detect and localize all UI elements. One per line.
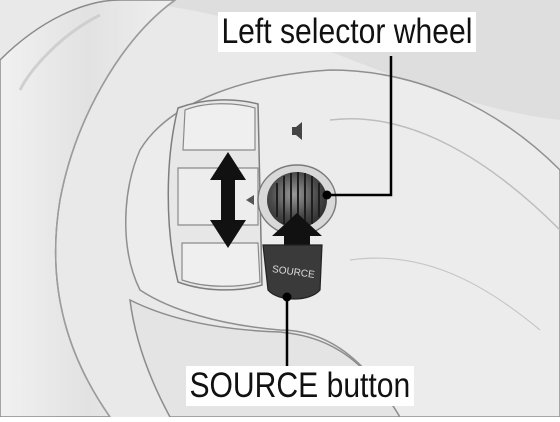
switch-upper-button[interactable] bbox=[182, 103, 256, 151]
source-button[interactable]: SOURCE bbox=[262, 244, 323, 300]
rim-inner-edge bbox=[54, 0, 176, 418]
rim-highlight bbox=[18, 13, 101, 91]
push-up-arrow-icon bbox=[272, 213, 322, 248]
volume-speaker-icon bbox=[292, 122, 302, 140]
switch-lower-button[interactable] bbox=[181, 242, 261, 287]
hub-contour bbox=[329, 118, 560, 231]
up-down-arrow-icon bbox=[210, 152, 246, 248]
hub-contour-2 bbox=[349, 257, 541, 331]
left-arrow-icon bbox=[246, 195, 254, 205]
left-selector-wheel[interactable] bbox=[257, 164, 337, 236]
label-left-selector-wheel: Left selector wheel bbox=[218, 12, 476, 52]
label-source-button: SOURCE button bbox=[186, 366, 414, 406]
leader-dot-wheel bbox=[322, 190, 332, 200]
leader-dot-source bbox=[282, 292, 292, 302]
leader-line-wheel bbox=[327, 56, 393, 197]
